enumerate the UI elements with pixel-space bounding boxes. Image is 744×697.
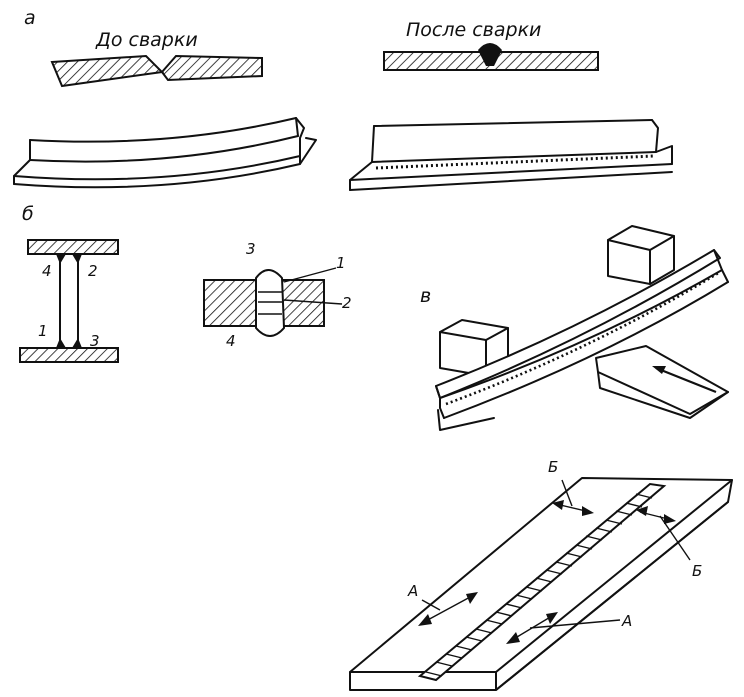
weld-bead-section — [478, 43, 502, 66]
welded-plate-perspective: Б Б А А — [349, 458, 733, 691]
weld-line — [375, 154, 655, 170]
beam-weld-line — [445, 270, 721, 406]
label-section-b-top: Б — [548, 458, 558, 476]
label-part-b: б — [22, 203, 34, 225]
butt-joint-section: 3 1 2 4 — [203, 240, 352, 350]
after-welding-plates: После сварки — [383, 19, 599, 71]
i-beam-section: 4 2 1 3 — [19, 239, 119, 363]
label-after-welding: После сварки — [406, 19, 541, 41]
label-part-v: в — [420, 285, 431, 307]
ibeam-num-1: 1 — [38, 322, 48, 340]
joint-num-1: 1 — [336, 254, 346, 272]
label-before-welding: До сварки — [95, 29, 198, 51]
ibeam-num-2: 2 — [88, 262, 98, 280]
label-part-a: а — [24, 7, 36, 29]
bent-t-beam — [13, 117, 317, 189]
left-plate-before — [50, 54, 165, 88]
label-section-b-right: Б — [692, 562, 702, 580]
joint-num-2: 2 — [342, 294, 352, 312]
before-welding-plates: До сварки — [50, 29, 263, 88]
joint-num-4: 4 — [226, 332, 236, 350]
label-section-a-right: А — [621, 612, 632, 630]
ibeam-num-3: 3 — [90, 332, 100, 350]
weld-bead-ripples — [425, 493, 653, 677]
press-straightening — [435, 225, 729, 431]
joint-num-3: 3 — [246, 240, 256, 258]
right-plate-before — [160, 54, 263, 82]
label-section-a-left: А — [407, 582, 418, 600]
straight-t-beam — [349, 119, 673, 191]
ibeam-num-4: 4 — [42, 262, 52, 280]
press-arrow — [655, 366, 717, 394]
